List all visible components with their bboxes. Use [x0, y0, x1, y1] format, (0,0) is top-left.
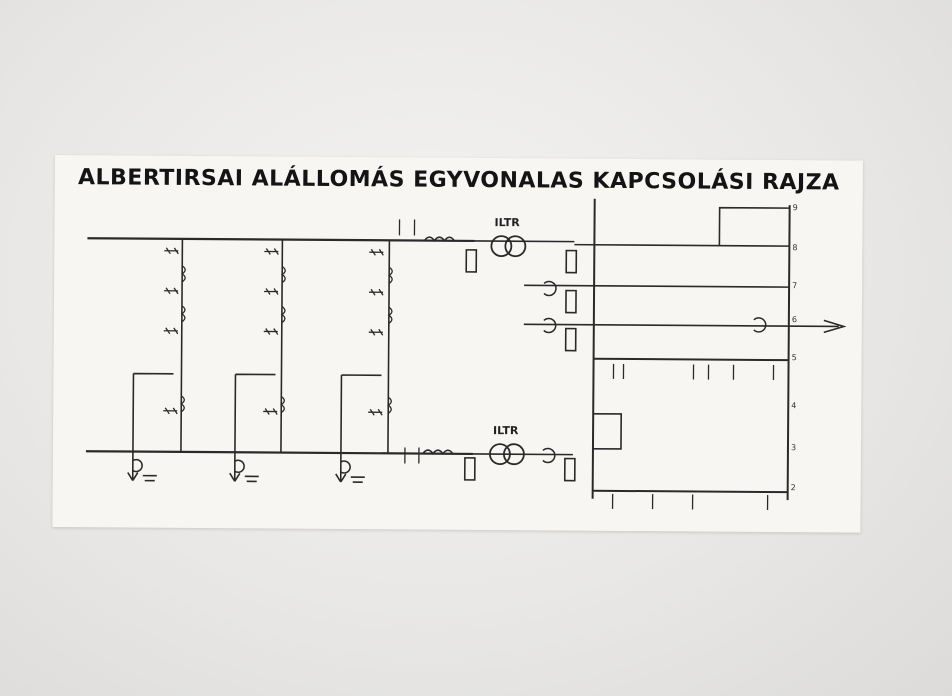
- bus-number: 2: [791, 483, 796, 492]
- lower-reactor-coil: [422, 449, 454, 456]
- lower-transformer-label: ILTR: [493, 424, 519, 437]
- bus-8: [574, 243, 790, 247]
- bus-2: [592, 489, 788, 494]
- upper-transformer-label: ILTR: [494, 216, 520, 229]
- bus-number: 5: [792, 353, 797, 362]
- upper-reactor-coil: [423, 236, 456, 243]
- lower-transformer: [489, 443, 525, 466]
- ground-symbol-1: [127, 472, 157, 482]
- bus-7: [524, 284, 790, 288]
- coupling-box: [592, 412, 623, 450]
- outgoing-arrow: [823, 319, 847, 334]
- hook-symbols: [132, 280, 767, 474]
- bus-number: 8: [792, 243, 797, 252]
- bus-9: [718, 206, 790, 246]
- ground-symbol-2: [229, 472, 259, 483]
- cell-box-2: [565, 289, 577, 314]
- upper-transformer: [490, 235, 527, 258]
- cell-box-4: [563, 457, 576, 482]
- bus-number: 9: [793, 203, 798, 212]
- bus-number-labels: 9 8 7 6 5 4 3 2: [791, 203, 798, 492]
- feeder-1-line: [180, 238, 184, 452]
- cell-box-3: [564, 327, 577, 352]
- feeder-3-tap: [339, 374, 382, 483]
- feeder-2-line: [280, 239, 284, 453]
- bus-number: 6: [792, 315, 797, 324]
- feeder-1-tap: [131, 372, 174, 481]
- feeder-3-line: [387, 240, 391, 454]
- right-vertical-bus: [591, 198, 596, 499]
- feeder-coils: [180, 265, 393, 414]
- cell-box-1: [565, 249, 578, 274]
- upper-meter-box: [465, 249, 478, 273]
- ground-symbol-3: [335, 473, 365, 483]
- bus-5: [593, 357, 789, 362]
- schematic-poster: ALBERTIRSAI ALÁLLOMÁS EGYVONALAS KAPCSOL…: [52, 155, 863, 533]
- lower-meter-box: [463, 457, 476, 481]
- bus-number: 7: [792, 281, 797, 290]
- disconnector-ticks: [163, 219, 775, 510]
- bus-number: 4: [791, 401, 796, 410]
- feeder-2-tap: [233, 373, 276, 482]
- bus-number: 3: [791, 443, 796, 452]
- right-edge-bus: [786, 205, 791, 501]
- single-line-diagram: ILTR ILTR 9 8 7 6 5 4 3 2: [85, 198, 847, 510]
- bus-6: [523, 323, 839, 328]
- upper-tr-branch: [389, 239, 575, 243]
